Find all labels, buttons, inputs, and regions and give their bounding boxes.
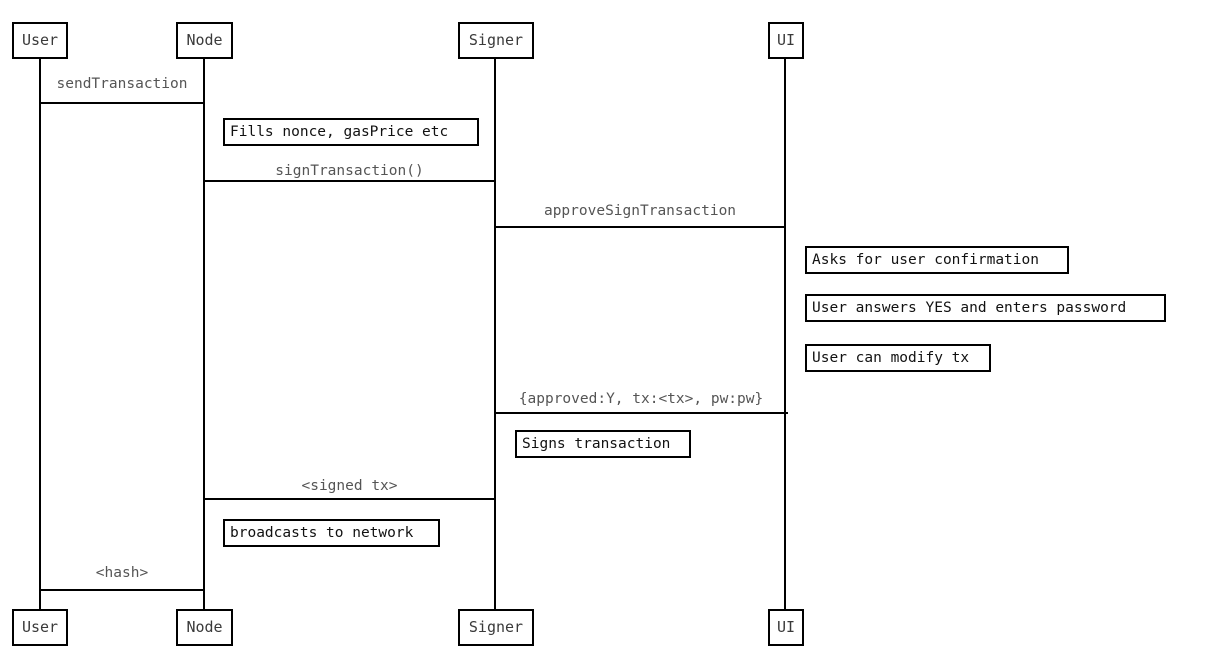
message-label-m1: sendTransaction [56, 76, 188, 92]
lifeline-user [39, 58, 41, 609]
footer-participant-user[interactable]: User [12, 609, 68, 646]
message-label-m4: {approved:Y, tx:<tx>, pw:pw} [518, 391, 764, 407]
header-participant-signer[interactable]: Signer [458, 22, 534, 59]
note-n5: Signs transaction [515, 430, 691, 458]
header-participant-user[interactable]: User [12, 22, 68, 59]
footer-participant-signer[interactable]: Signer [458, 609, 534, 646]
message-line-m2 [203, 180, 496, 182]
message-line-m5 [203, 498, 496, 500]
note-text-n2: Asks for user confirmation [812, 251, 1039, 268]
lifeline-ui [784, 58, 786, 609]
note-text-n6: broadcasts to network [230, 524, 414, 541]
lifeline-node [203, 58, 205, 609]
message-line-m6 [39, 589, 205, 591]
note-n1: Fills nonce, gasPrice etc [223, 118, 479, 146]
message-label-m6: <hash> [95, 565, 149, 581]
message-label-m3: approveSignTransaction [543, 203, 737, 219]
message-label-m5: <signed tx> [301, 478, 398, 494]
note-text-n5: Signs transaction [522, 435, 671, 452]
header-participant-ui[interactable]: UI [768, 22, 804, 59]
footer-participant-node[interactable]: Node [176, 609, 233, 646]
note-text-n4: User can modify tx [812, 349, 970, 366]
note-n2: Asks for user confirmation [805, 246, 1069, 274]
note-n4: User can modify tx [805, 344, 991, 372]
footer-participant-ui[interactable]: UI [768, 609, 804, 646]
lifeline-signer [494, 58, 496, 609]
note-text-n1: Fills nonce, gasPrice etc [230, 123, 449, 140]
message-line-m3 [494, 226, 786, 228]
header-participant-node[interactable]: Node [176, 22, 233, 59]
note-text-n3: User answers YES and enters password [812, 299, 1127, 316]
message-line-m4 [494, 412, 788, 414]
message-line-m1 [39, 102, 205, 104]
note-n6: broadcasts to network [223, 519, 440, 547]
message-label-m2: signTransaction() [275, 163, 424, 179]
note-n3: User answers YES and enters password [805, 294, 1166, 322]
